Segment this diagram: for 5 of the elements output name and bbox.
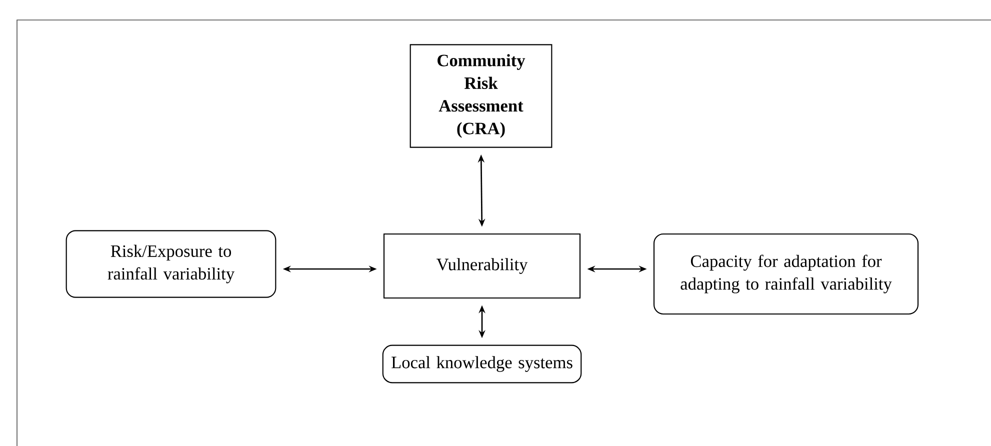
rounded-box: Capacity for adaptation for adapting to rainfall variability xyxy=(653,233,919,315)
rounded-box: Local knowledge systems xyxy=(382,344,582,384)
title-box: Community Risk Assessment (CRA) xyxy=(410,44,552,148)
rounded-box: Risk/Exposure to rainfall variability xyxy=(66,230,276,298)
process-box: Vulnerability xyxy=(383,233,581,299)
